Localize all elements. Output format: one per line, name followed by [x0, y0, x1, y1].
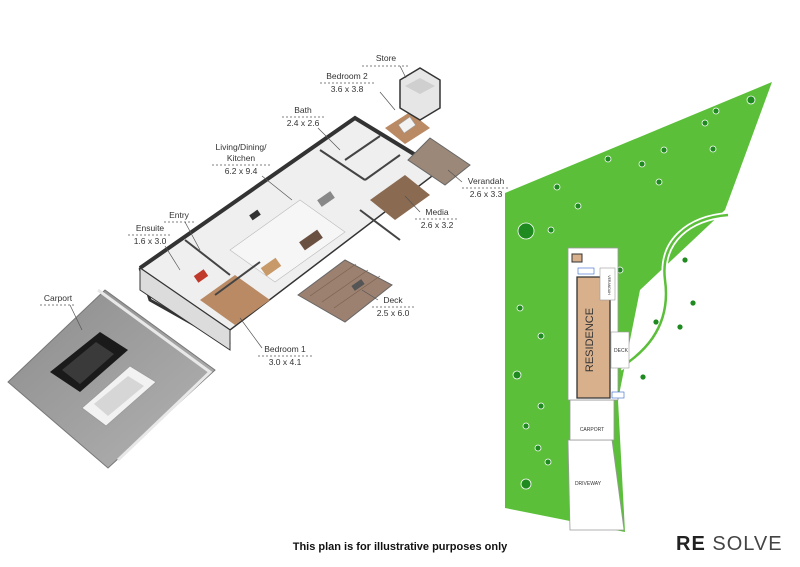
- verandah-site-label: VERANDAH: [607, 275, 611, 295]
- label-living-name2: Kitchen: [227, 153, 256, 163]
- label-verandah: Verandah 2.6 x 3.3: [447, 169, 510, 199]
- label-living-dims: 6.2 x 9.4: [225, 166, 258, 176]
- resolve-logo: RE SOLVE: [676, 533, 783, 556]
- label-verandah-name: Verandah: [468, 176, 505, 186]
- label-bath-dims: 2.4 x 2.6: [287, 118, 320, 128]
- store-small: [571, 253, 583, 263]
- interior-walls: [184, 135, 401, 296]
- label-media-name: Media: [425, 207, 448, 217]
- label-media-dims: 2.6 x 3.2: [421, 220, 454, 230]
- deck-platform: [297, 259, 393, 323]
- media-floor: [370, 175, 430, 220]
- label-deck-name: Deck: [383, 295, 403, 305]
- deck-site-label: DECK: [614, 348, 629, 354]
- label-media: Media 2.6 x 3.2: [404, 195, 459, 230]
- isometric-floor-plan: [7, 67, 471, 469]
- residence-label: RESIDENCE: [584, 308, 596, 372]
- label-ensuite: Ensuite 1.6 x 3.0: [128, 223, 181, 271]
- label-entry-name: Entry: [169, 210, 190, 220]
- label-deck-dims: 2.5 x 6.0: [377, 308, 410, 318]
- label-living-name: Living/Dining/: [215, 142, 267, 152]
- carport-fence: [97, 288, 213, 462]
- verandah-site: [599, 267, 616, 301]
- black-car: [50, 332, 128, 392]
- label-entry: Entry: [164, 210, 201, 251]
- carport-slab: [7, 289, 216, 469]
- carport-area: [569, 399, 615, 441]
- deck-site: [610, 331, 630, 369]
- label-store-name: Store: [376, 53, 397, 63]
- lawn: [505, 82, 772, 532]
- label-bedroom1-name: Bedroom 1: [264, 344, 306, 354]
- illustrative-disclaimer: This plan is for illustrative purposes o…: [292, 541, 508, 553]
- living-floor: [229, 199, 346, 283]
- label-bedroom2: Bedroom 2 3.6 x 3.8: [320, 71, 396, 111]
- white-car: [81, 365, 157, 427]
- house-wall: [138, 115, 442, 270]
- label-living: Living/Dining/ Kitchen 6.2 x 9.4: [212, 142, 293, 201]
- residence-building: [576, 276, 611, 399]
- bedroom1-floor: [200, 275, 270, 325]
- label-carport-name: Carport: [44, 293, 73, 303]
- label-bedroom1-dims: 3.0 x 4.1: [269, 357, 302, 367]
- label-bedroom2-name: Bedroom 2: [326, 71, 368, 81]
- room-labels: Store Bedroom 2 3.6 x 3.8 Bath 2.4 x 2.6…: [40, 53, 510, 367]
- label-store: Store: [362, 53, 410, 79]
- label-deck: Deck 2.5 x 6.0: [361, 289, 414, 318]
- label-ensuite-name: Ensuite: [136, 223, 165, 233]
- label-verandah-dims: 2.6 x 3.3: [470, 189, 503, 199]
- label-bedroom1: Bedroom 1 3.0 x 4.1: [239, 317, 312, 367]
- site-plan: DRIVEWAY CARPORT RESIDENCE VERANDAH DECK: [505, 82, 772, 532]
- furniture: [193, 116, 416, 283]
- logo-solve: SOLVE: [712, 533, 783, 555]
- logo-re: RE: [676, 533, 706, 555]
- driveway-label: DRIVEWAY: [575, 481, 602, 487]
- label-bedroom2-dims: 3.6 x 3.8: [331, 84, 364, 94]
- label-carport: Carport: [40, 293, 83, 331]
- label-ensuite-dims: 1.6 x 3.0: [134, 236, 167, 246]
- verandah-deck: [407, 137, 471, 186]
- carport-label: CARPORT: [580, 427, 604, 433]
- label-bath: Bath 2.4 x 2.6: [282, 105, 341, 151]
- label-bath-name: Bath: [294, 105, 312, 115]
